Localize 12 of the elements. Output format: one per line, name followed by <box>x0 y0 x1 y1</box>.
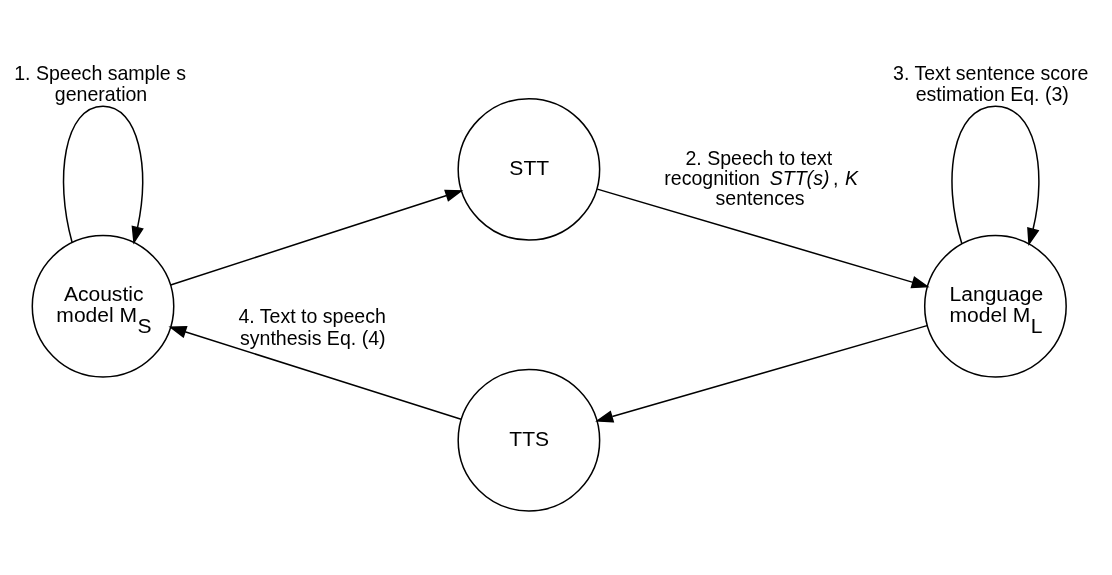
arrow <box>62 105 144 245</box>
arrow <box>168 325 462 420</box>
edge-label: 2. Speech to text recognition STT(s), K sentences <box>664 147 858 209</box>
arrow <box>596 188 930 289</box>
edge-label: 3. Text sentence score estimation Eq. (3) <box>893 61 1089 105</box>
node-circle: TTS <box>457 368 601 512</box>
edge-label: 4. Text to speech synthesis Eq. (4) <box>238 305 386 349</box>
arrow <box>169 189 464 286</box>
node-circle: STT <box>457 97 601 241</box>
arrow <box>951 105 1040 246</box>
edge-label: 1. Speech sample s generation <box>14 61 186 105</box>
arrow <box>595 324 928 423</box>
